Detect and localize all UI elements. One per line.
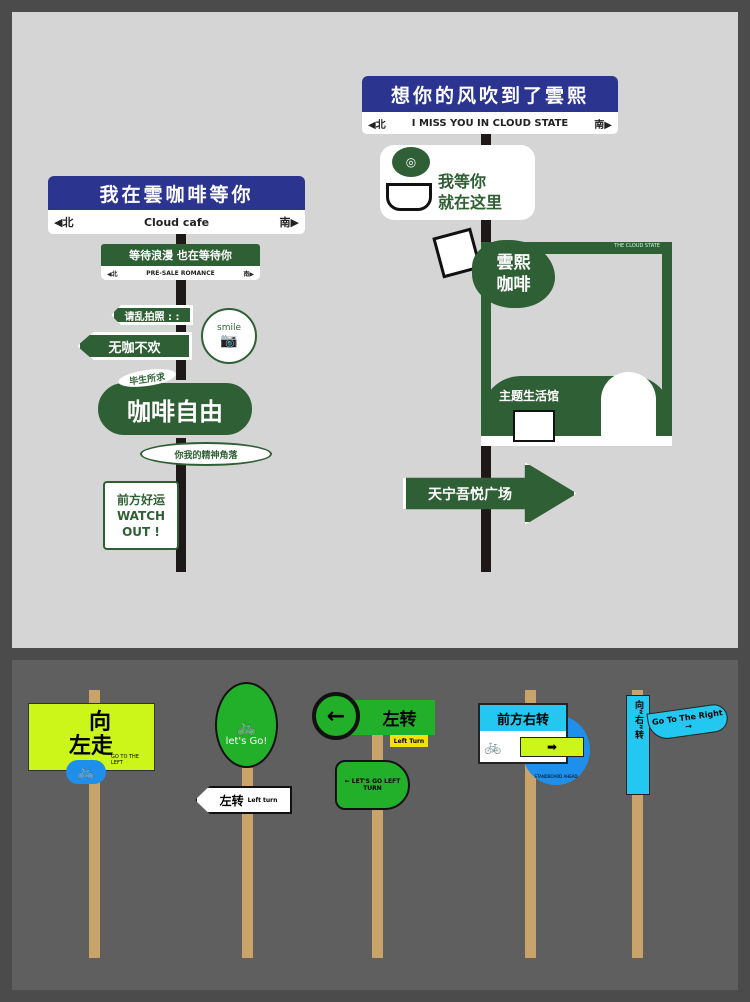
oval-text: let's Go! xyxy=(225,736,268,747)
pole-4 xyxy=(525,690,536,958)
blob-line1: 雲熙 xyxy=(496,253,531,273)
left-turn-label: Left Turn xyxy=(390,735,428,747)
woman-with-coffee-illustration xyxy=(601,372,656,442)
arrow-cn: 左转 xyxy=(219,793,244,808)
pole-1 xyxy=(89,690,100,958)
right-main-sign-strip: ◀北 I MISS YOU IN CLOUD STATE 南▶ xyxy=(362,112,618,134)
second-sign-title: 等待浪漫 也在等待你 xyxy=(101,244,260,266)
left-main-sign-title: 我在雲咖啡等你 xyxy=(48,176,305,210)
go-left-sign: 向 左走 GO TO THE LEFT xyxy=(28,703,155,771)
line1: 我等你 xyxy=(438,172,487,191)
camera-icon: 📷 xyxy=(220,333,238,349)
blob-line2: 咖啡 xyxy=(496,275,531,295)
go-right-vertical: 向“右”转 xyxy=(626,695,650,795)
lets-go-oval: 🚲 let's Go! xyxy=(215,682,278,768)
coffee-bean-bubble-icon: ◎ xyxy=(392,147,430,177)
go-right-cn: 向“右”转 xyxy=(633,700,643,739)
coffee-cup-icon xyxy=(386,183,432,211)
turn-right-board: 前方右转 🚲 ➡ xyxy=(478,703,584,764)
south-label: 南▶ xyxy=(243,270,254,278)
watch-out-en1: WATCH xyxy=(116,508,166,523)
cn2: 左走 xyxy=(69,734,114,759)
cup-sticker-text: 我等你 就在这里 xyxy=(438,171,502,213)
arrow-sign-photo: 请乱拍照 : : xyxy=(111,305,193,325)
bicycle-icon: 🚲 xyxy=(236,717,257,736)
corner-tag: 你我的精神角落 xyxy=(140,442,272,466)
cloud-title: 咖啡自由 xyxy=(95,380,255,438)
turn-right-cn: 前方右转 xyxy=(480,705,566,731)
cn1: 向 xyxy=(89,710,112,735)
north-label: ◀北 xyxy=(368,119,386,131)
watch-out-en2: OUT ! xyxy=(122,524,160,539)
north-label: ◀北 xyxy=(54,216,74,229)
arrow-sign-coffee: 无咖不欢 xyxy=(77,332,192,360)
pole-2 xyxy=(242,768,253,958)
north-label: ◀北 xyxy=(107,270,118,278)
smile-camera-badge: smile📷 xyxy=(201,308,257,364)
watch-out-sign: 前方好运 WATCH OUT ! xyxy=(103,481,179,550)
watch-out-cn: 前方好运 xyxy=(116,492,165,507)
pole-5 xyxy=(632,690,643,958)
frame-counter xyxy=(481,436,672,446)
right-arrow-icon: ➡ xyxy=(520,737,584,757)
second-sign-strip: ◀北 PRE-SALE ROMANCE 南▶ xyxy=(101,266,260,280)
smile-text: smile xyxy=(217,323,241,333)
photo-frame: THE CLOUD STATE 主题生活馆 xyxy=(481,242,672,446)
left-main-sign-strip: ◀北 Cloud cafe 南▶ xyxy=(48,210,305,234)
en: GO TO THE LEFT xyxy=(111,754,139,766)
brand-blob: 雲熙 咖啡 xyxy=(472,240,555,308)
arrow-en: Left turn xyxy=(247,796,278,804)
frame-label: THE CLOUD STATE xyxy=(614,243,660,249)
subtitle: I MISS YOU IN CLOUD STATE xyxy=(411,117,569,129)
line2: 就在这里 xyxy=(438,193,503,212)
subtitle: Cloud cafe xyxy=(143,215,210,229)
left-turn-arrow: 左转 Left turn xyxy=(195,786,292,814)
right-main-sign-title: 想你的风吹到了雲熙 xyxy=(362,76,618,112)
shop-icon xyxy=(513,410,555,442)
bicycle-icon: 🚲 xyxy=(66,760,106,784)
bicycle-icon: 🚲 xyxy=(484,739,502,755)
lets-go-ribbon: ← LET'S GO LEFT TURN xyxy=(335,760,410,810)
shop-label: 主题生活馆 xyxy=(499,389,560,403)
pole-3 xyxy=(372,735,383,958)
subtitle: PRE-SALE ROMANCE xyxy=(146,269,215,277)
south-label: 南▶ xyxy=(594,119,612,131)
cup-sticker: ◎ 我等你 就在这里 xyxy=(380,145,535,220)
left-arrow-icon: ← xyxy=(312,692,360,740)
south-label: 南▶ xyxy=(279,216,299,229)
